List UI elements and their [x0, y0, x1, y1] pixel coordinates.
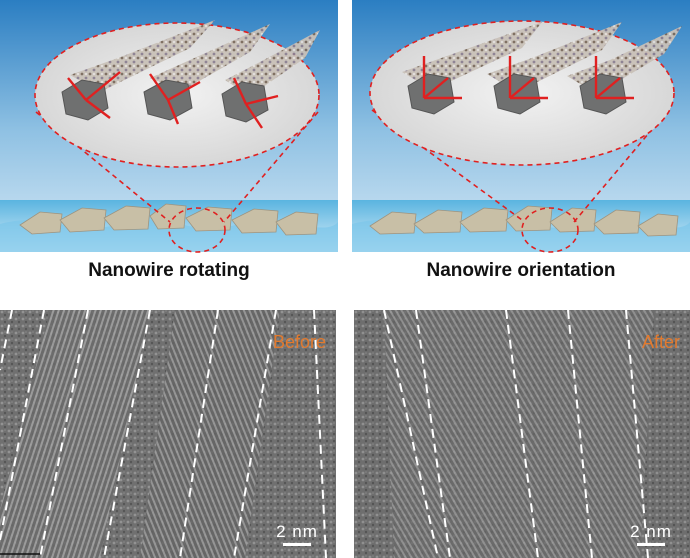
scale-bar: 2 nm — [270, 522, 324, 546]
tem-image-before: Before 2 nm — [0, 310, 336, 558]
scale-bar: 2 nm — [624, 522, 678, 546]
caption-nanowire-orientation: Nanowire orientation — [426, 260, 616, 281]
scale-bar-label: 2 nm — [276, 522, 318, 541]
lattice-micrograph — [0, 310, 336, 558]
after-label: After — [641, 332, 680, 352]
schematic-panel-orientation: Nanowire orientation — [352, 0, 690, 290]
tem-image-after: After 2 nm — [354, 310, 690, 558]
caption-nanowire-rotating: Nanowire rotating — [88, 260, 250, 281]
schematic-illustration — [0, 0, 338, 290]
before-label: Before — [272, 332, 326, 352]
scale-bar-line — [637, 543, 665, 546]
schematic-panel-rotating: Nanowire rotating — [0, 0, 338, 290]
schematic-illustration — [352, 0, 690, 290]
lattice-micrograph — [354, 310, 690, 558]
scale-bar-label: 2 nm — [630, 522, 672, 541]
scale-bar-line — [283, 543, 311, 546]
